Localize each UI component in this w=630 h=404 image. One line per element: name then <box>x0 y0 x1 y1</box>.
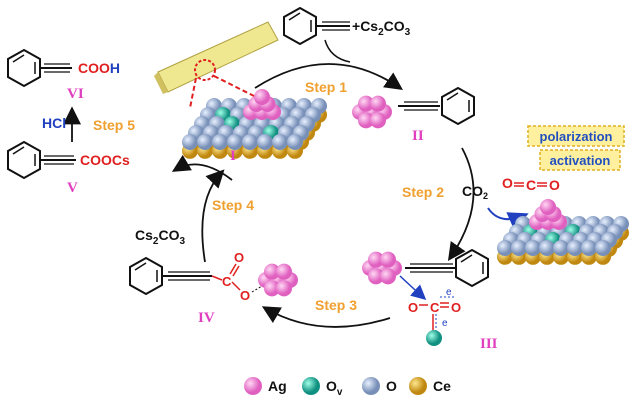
svg-text:Ov: Ov <box>326 378 343 398</box>
phenylacetylene-reactant <box>283 6 350 46</box>
svg-text:O: O <box>240 288 250 303</box>
co2-molecule: O C O <box>502 175 560 193</box>
svg-text:O: O <box>549 177 560 193</box>
activation-box: activation <box>539 149 621 171</box>
label-vi: VI <box>67 86 84 102</box>
step2-arrow <box>447 147 475 261</box>
label-iii: III <box>480 336 498 352</box>
legend-item-ag: Ag <box>244 377 287 395</box>
svg-text:C: C <box>222 274 232 289</box>
svg-text:e: e <box>442 318 448 329</box>
product-v-structure <box>7 140 76 180</box>
catalyst-surface-right <box>497 199 629 265</box>
product-vi-structure <box>7 48 72 88</box>
legend-item-ce: Ce <box>409 377 451 395</box>
label-v: V <box>67 180 78 196</box>
step1-arrow <box>254 63 403 91</box>
svg-text:C: C <box>526 177 536 193</box>
intermediate-ii <box>352 86 475 129</box>
svg-text:C: C <box>430 300 440 315</box>
step3-arrow <box>261 306 391 328</box>
cs2co3-step4: Cs2CO3 <box>135 227 185 247</box>
svg-text:O: O <box>451 300 461 315</box>
svg-text:e: e <box>446 287 452 298</box>
legend: Ag Ov O Ce <box>244 377 451 398</box>
v-arrow <box>171 154 233 181</box>
hcl-label: HCl <box>42 115 66 131</box>
label-i: I <box>230 148 236 164</box>
product-v-formula: COOCs <box>80 152 130 168</box>
svg-text:+Cs2CO3: +Cs2CO3 <box>352 18 411 38</box>
reactant-arrow <box>324 39 351 63</box>
legend-item-ov: Ov <box>302 377 343 398</box>
svg-text:activation: activation <box>550 153 611 168</box>
intermediate-iv: C O O <box>129 250 298 303</box>
step1-label: Step 1 <box>305 79 347 95</box>
catalyst-surface-i <box>182 89 327 159</box>
step4-arrow <box>201 169 225 263</box>
svg-text:COOH: COOH <box>78 60 120 76</box>
step5-label: Step 5 <box>93 117 135 133</box>
polarization-box: polarization <box>527 125 625 147</box>
svg-text:Ce: Ce <box>433 378 451 394</box>
svg-text:Ag: Ag <box>268 378 287 394</box>
svg-text:O: O <box>386 378 397 394</box>
ceo2-nanorod <box>154 21 279 109</box>
svg-text:O: O <box>234 250 244 265</box>
step3-label: Step 3 <box>315 297 357 313</box>
svg-text:polarization: polarization <box>540 129 613 144</box>
step4-label: Step 4 <box>212 197 254 213</box>
svg-text:O: O <box>502 175 513 191</box>
legend-item-o: O <box>362 377 397 395</box>
co2-label: CO2 <box>462 183 488 201</box>
label-iv: IV <box>198 310 215 326</box>
svg-text:O: O <box>408 300 418 315</box>
step2-label: Step 2 <box>402 184 444 200</box>
label-ii: II <box>412 128 424 144</box>
intermediate-iii: O C O e e <box>362 248 489 346</box>
